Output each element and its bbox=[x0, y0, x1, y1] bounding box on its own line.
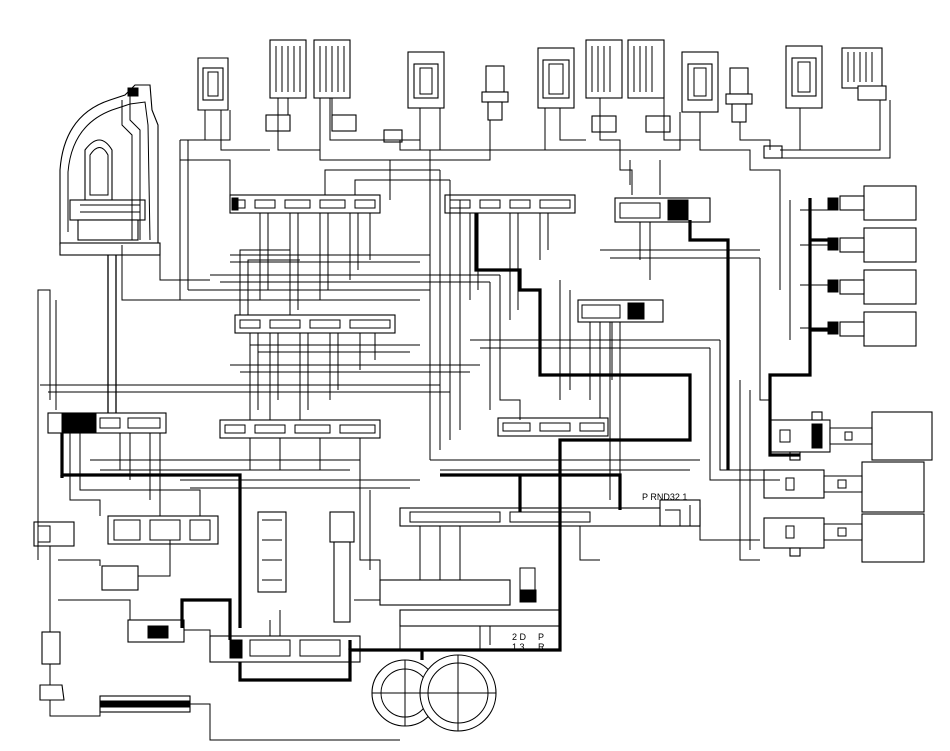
active-pressure-lines bbox=[60, 198, 828, 682]
valve-body-upper-right bbox=[444, 194, 711, 320]
selector-label-2d: 2 D bbox=[512, 632, 527, 642]
valve-body-middle bbox=[234, 249, 664, 420]
top-solenoid-row bbox=[197, 39, 887, 159]
torque-converter bbox=[59, 84, 161, 256]
solenoid-6 bbox=[681, 51, 719, 113]
manual-valve: P RND32 1 bbox=[399, 492, 701, 527]
left-components bbox=[33, 289, 219, 717]
valve-body-lower bbox=[47, 412, 609, 520]
solenoid-8 bbox=[841, 47, 887, 101]
top-passages bbox=[179, 98, 891, 300]
valve-body-upper-left bbox=[229, 169, 450, 320]
selector-label-13: 1 3 bbox=[512, 642, 525, 652]
solenoid-7 bbox=[763, 45, 823, 159]
valve-body-bottom: 2 D 1 3 P R bbox=[379, 567, 561, 652]
solenoid-1 bbox=[197, 57, 229, 140]
solenoid-4 bbox=[537, 47, 617, 133]
clutch-packs bbox=[789, 185, 917, 347]
solenoid-3 bbox=[383, 51, 445, 150]
selector-label-p: P bbox=[538, 632, 544, 642]
center-components bbox=[209, 511, 361, 663]
selector-positions-label: P RND32 1 bbox=[642, 492, 687, 502]
solenoid-5 bbox=[585, 39, 671, 133]
pressure-switch-1 bbox=[481, 65, 509, 121]
selector-label-r: R bbox=[538, 642, 545, 652]
accumulators bbox=[763, 411, 933, 563]
pressure-switch-2 bbox=[725, 67, 753, 123]
filter-assemblies bbox=[190, 654, 497, 741]
solenoid-2 bbox=[265, 39, 357, 132]
